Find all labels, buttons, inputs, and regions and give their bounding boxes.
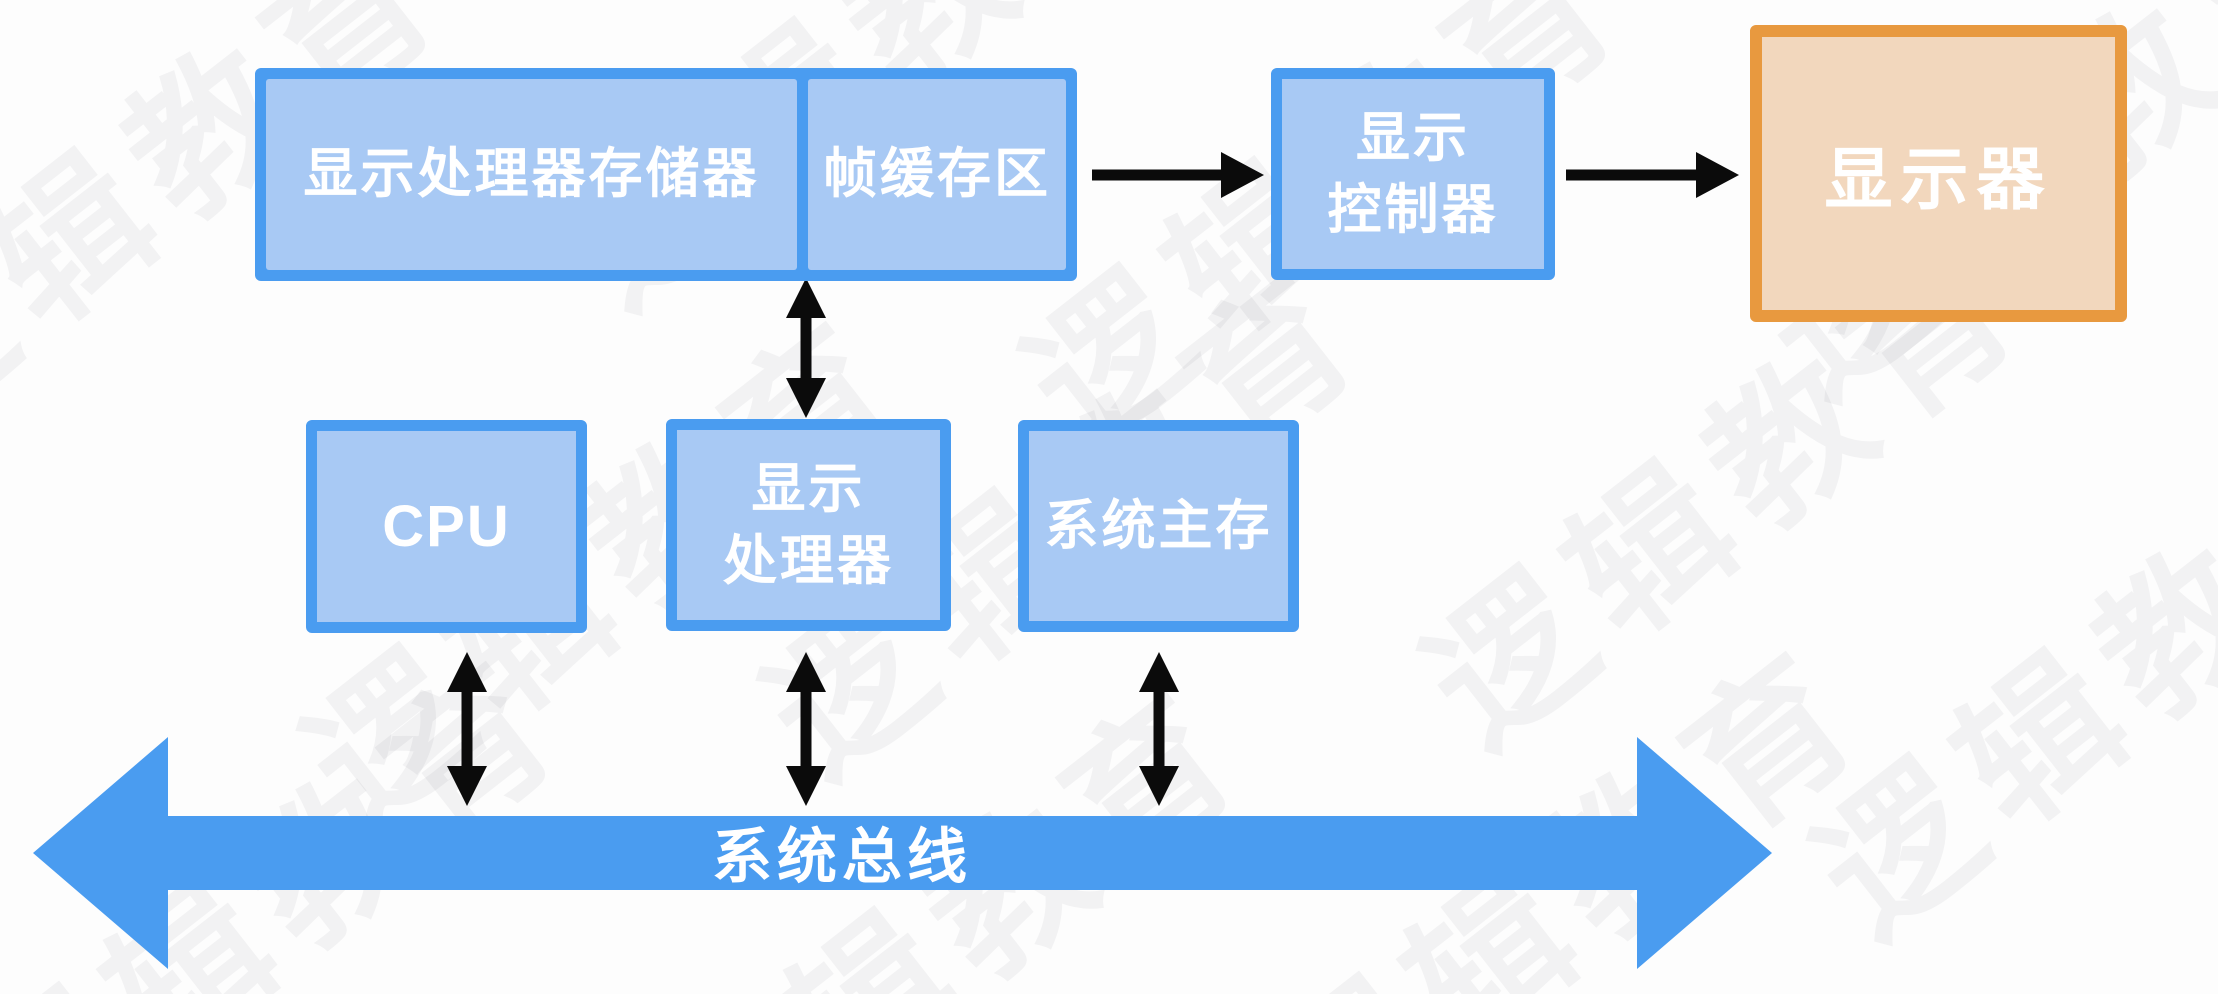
display-controller-box: 显示 控制器 (1271, 68, 1555, 280)
display-processor-box: 显示 处理器 (666, 419, 951, 631)
system-main-memory-box: 系统主存 (1018, 420, 1299, 632)
cpu-label: CPU (382, 494, 511, 559)
cpu-box: CPU (306, 420, 587, 633)
display-processor-label-line2: 处理器 (723, 531, 894, 591)
monitor-label: 显示器 (1824, 142, 2053, 218)
display-processor-label-line1: 显示 (751, 458, 866, 519)
arrow-controller-to-monitor-icon (1566, 152, 1739, 198)
display-processor-memory-box: 显示处理器存储器 (266, 79, 797, 270)
double-arrow-framebuffer-display-processor-icon (786, 278, 826, 418)
display-controller-label: 显示 控制器 (1328, 102, 1499, 247)
arrow-framebuffer-to-controller-icon (1092, 152, 1264, 198)
display-processor-memory-label: 显示处理器存储器 (303, 144, 760, 205)
frame-buffer-box: 帧缓存区 (808, 79, 1066, 270)
double-arrow-cpu-bus-icon (447, 652, 487, 806)
system-bus-double-arrow-icon (33, 737, 1772, 969)
system-bus-label: 系统总线 (712, 823, 972, 891)
monitor-box: 显示器 (1750, 25, 2127, 322)
display-memory-group-box: 显示处理器存储器 帧缓存区 (255, 68, 1077, 281)
system-main-memory-label: 系统主存 (1044, 495, 1273, 556)
display-controller-label-line2: 控制器 (1327, 180, 1499, 240)
double-arrow-display-processor-bus-icon (786, 652, 826, 806)
double-arrow-main-memory-bus-icon (1139, 652, 1179, 806)
display-processor-label: 显示 处理器 (723, 453, 894, 598)
display-controller-label-line1: 显示 (1356, 107, 1470, 168)
frame-buffer-label: 帧缓存区 (823, 144, 1051, 205)
